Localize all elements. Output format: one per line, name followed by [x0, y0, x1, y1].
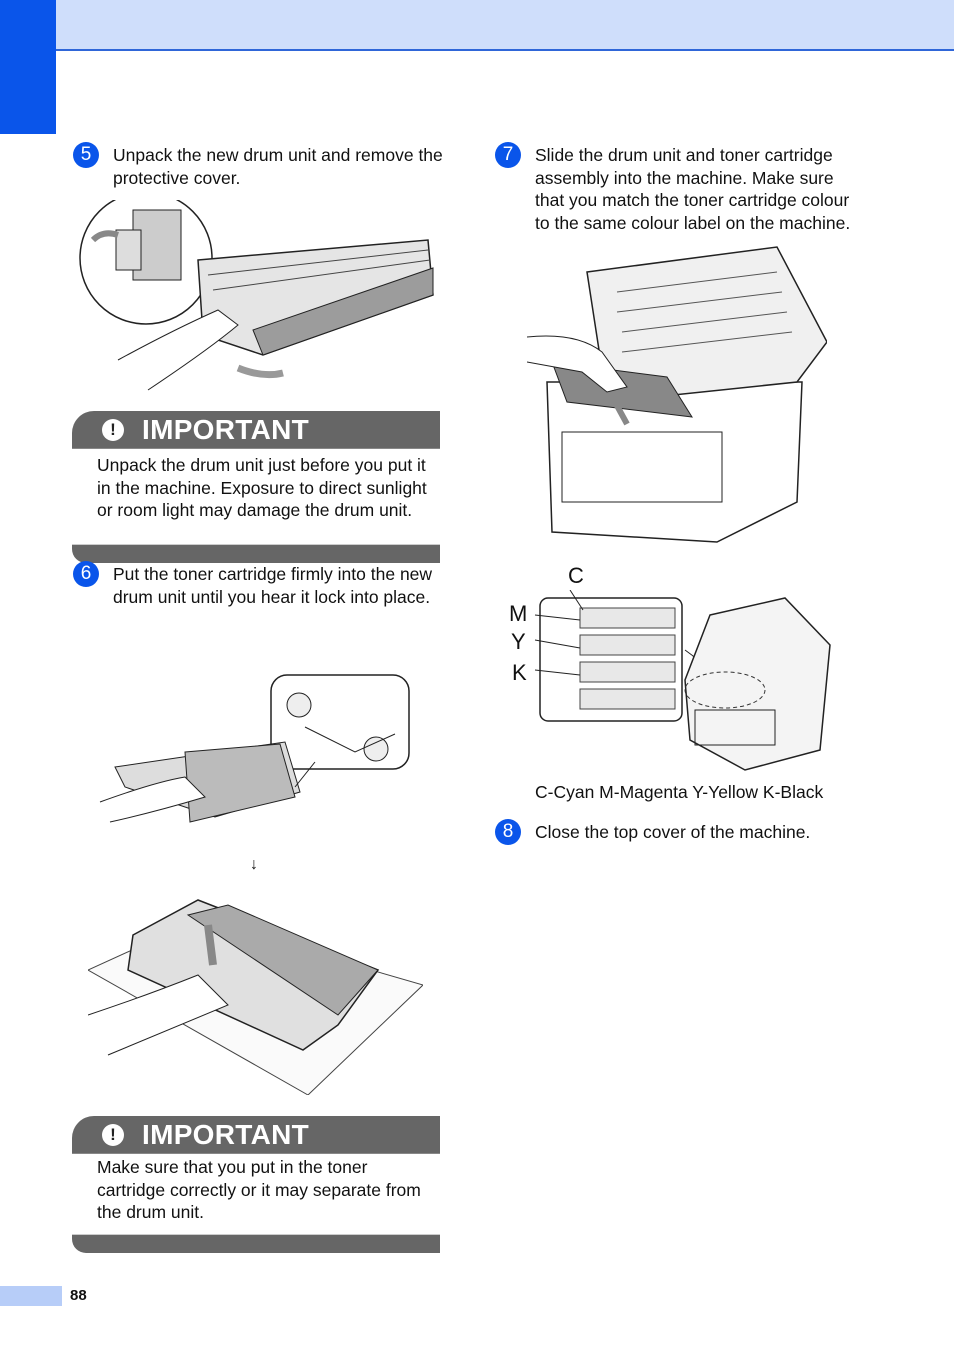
step-5-text: Unpack the new drum unit and remove the … — [113, 145, 443, 188]
toner-insert-illustration — [99, 674, 410, 823]
printer-insert-illustration — [527, 246, 827, 543]
page-number-band — [0, 1286, 62, 1306]
important-title: IMPORTANT — [142, 414, 310, 445]
important-body: Unpack the drum unit just before you put… — [72, 448, 440, 544]
important-notice-2: ! IMPORTANT Make sure that you put in th… — [72, 1116, 440, 1253]
arrow-down: ↓ — [250, 856, 258, 873]
step-7-text: Slide the drum unit and toner cartridge … — [535, 145, 851, 233]
page-number: 88 — [70, 1287, 87, 1304]
important-footer — [72, 1234, 440, 1253]
step-8-badge: 8 — [495, 819, 521, 845]
magenta-label: M — [509, 601, 528, 626]
warning-icon: ! — [102, 419, 124, 441]
important-title: IMPORTANT — [142, 1119, 310, 1150]
step-6-badge: 6 — [73, 561, 99, 587]
important-notice-1: ! IMPORTANT Unpack the drum unit just be… — [72, 411, 440, 563]
warning-icon: ! — [102, 1124, 124, 1146]
drum-unpack-illustration — [79, 200, 434, 391]
important-header: ! IMPORTANT — [72, 1116, 440, 1153]
important-footer — [72, 544, 440, 563]
step-8-text: Close the top cover of the machine. — [535, 822, 811, 842]
color-caption: C-Cyan M-Magenta Y-Yellow K-Black — [535, 782, 824, 802]
important-header: ! IMPORTANT — [72, 411, 440, 448]
yellow-label: Y — [511, 629, 526, 654]
cyan-label: C — [568, 563, 584, 588]
step-5-badge: 5 — [73, 142, 99, 168]
color-slots-illustration — [534, 590, 831, 771]
chapter-tab — [0, 0, 56, 134]
step-7-badge: 7 — [495, 142, 521, 168]
step-6-text: Put the toner cartridge firmly into the … — [113, 564, 433, 607]
toner-lock-illustration — [88, 899, 423, 1095]
important-body: Make sure that you put in the toner cart… — [72, 1153, 440, 1234]
header-band — [56, 0, 954, 51]
black-label: K — [512, 660, 527, 685]
